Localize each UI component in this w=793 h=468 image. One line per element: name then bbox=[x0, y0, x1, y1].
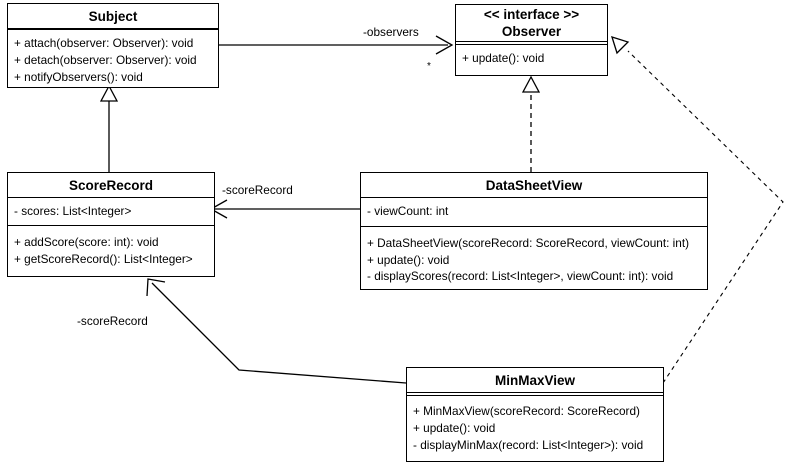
edge-scorerecord-subject bbox=[99, 84, 119, 172]
class-box-minmaxview[interactable]: MinMaxView + MinMaxView(scoreRecord: Sco… bbox=[406, 367, 664, 462]
member-row: + notifyObservers(): void bbox=[14, 69, 143, 84]
class-operations-scorerecord: + addScore(score: int): void + getScoreR… bbox=[8, 226, 214, 274]
edge-label-observers: -observers bbox=[363, 25, 419, 39]
member-row: - viewCount: int bbox=[367, 204, 449, 218]
member-row: + addScore(score: int): void bbox=[14, 235, 159, 249]
member-row: - displayMinMax(record: List<Integer>): … bbox=[413, 437, 644, 452]
member-row: + getScoreRecord(): List<Integer> bbox=[14, 251, 193, 266]
member-row: + DataSheetView(scoreRecord: ScoreRecord… bbox=[367, 235, 690, 250]
class-operations-subject: + attach(observer: Observer): void + det… bbox=[8, 30, 218, 91]
class-attributes-datasheetview: - viewCount: int bbox=[361, 198, 707, 227]
class-name-subject: Subject bbox=[8, 4, 218, 29]
class-name-minmaxview: MinMaxView bbox=[407, 368, 663, 393]
class-header-rule-subject bbox=[8, 29, 218, 30]
class-name-scorerecord: ScoreRecord bbox=[8, 173, 214, 198]
class-name-datasheetview: DataSheetView bbox=[361, 173, 707, 198]
class-box-observer[interactable]: << interface >> Observer + update(): voi… bbox=[455, 4, 608, 76]
class-operations-observer: + update(): void bbox=[456, 45, 607, 73]
member-row: - scores: List<Integer> bbox=[14, 204, 132, 218]
class-attributes-scorerecord: - scores: List<Integer> bbox=[8, 198, 214, 226]
class-box-subject[interactable]: Subject + attach(observer: Observer): vo… bbox=[7, 3, 219, 88]
class-box-scorerecord[interactable]: ScoreRecord - scores: List<Integer> + ad… bbox=[7, 172, 215, 277]
edge-minmaxview-scorerecord bbox=[146, 278, 407, 384]
class-title-observer: Observer bbox=[501, 23, 562, 39]
member-row: - displayScores(record: List<Integer>, v… bbox=[367, 269, 674, 284]
member-row: + update(): void bbox=[462, 51, 545, 65]
edge-datasheetview-observer bbox=[521, 75, 541, 172]
edge-multiplicity-observers: * bbox=[427, 61, 431, 72]
class-name-observer: << interface >> Observer bbox=[456, 5, 607, 42]
class-operations-datasheetview: + DataSheetView(scoreRecord: ScoreRecord… bbox=[361, 227, 707, 291]
class-stereotype-observer: << interface >> bbox=[483, 7, 580, 22]
edge-label-scorerecord-top: -scoreRecord bbox=[222, 183, 293, 197]
class-box-datasheetview[interactable]: DataSheetView - viewCount: int + DataShe… bbox=[360, 172, 708, 290]
member-row: + update(): void bbox=[367, 252, 450, 267]
class-header-rule-minmaxview bbox=[407, 393, 663, 396]
class-header-rule-observer bbox=[456, 42, 607, 45]
edge-datasheetview-scorerecord bbox=[209, 199, 360, 219]
member-row: + MinMaxView(scoreRecord: ScoreRecord) bbox=[413, 404, 640, 418]
member-row: + update(): void bbox=[413, 420, 496, 435]
member-row: + attach(observer: Observer): void bbox=[14, 36, 194, 50]
class-operations-minmaxview: + MinMaxView(scoreRecord: ScoreRecord) +… bbox=[407, 396, 663, 459]
edge-label-scorerecord-bottom: -scoreRecord bbox=[77, 314, 148, 328]
member-row: + detach(observer: Observer): void bbox=[14, 52, 197, 67]
